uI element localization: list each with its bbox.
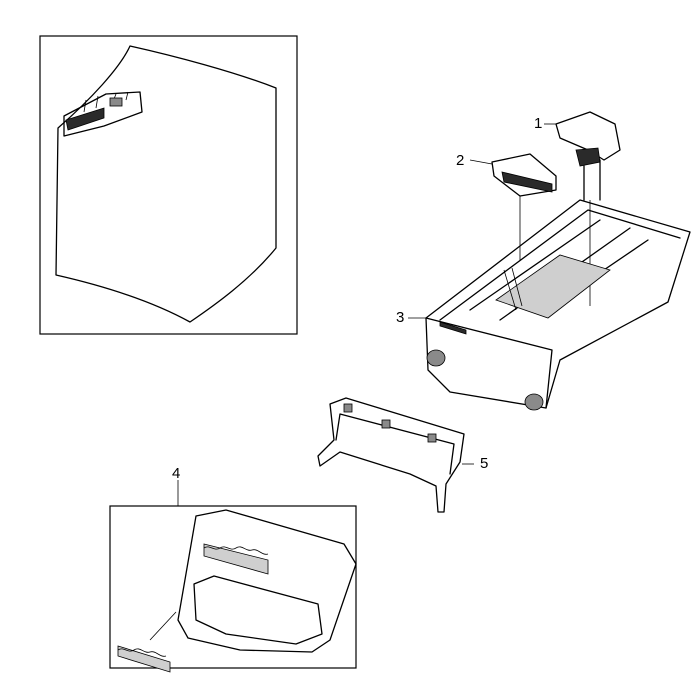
callout-4: 4 [172,465,180,482]
callout-3: 3 [396,309,404,326]
part-3-drawer-body [408,199,691,411]
part-5-drawer-front-frame [317,397,474,513]
inset-washer-front [39,35,298,335]
part-1-siphon-cap [544,111,621,306]
callout-5: 5 [480,455,488,472]
callout-2: 2 [456,152,464,169]
callout-1: 1 [534,115,542,132]
part-4-handle-inset [109,480,357,673]
part-2-softener-cover [469,153,557,260]
